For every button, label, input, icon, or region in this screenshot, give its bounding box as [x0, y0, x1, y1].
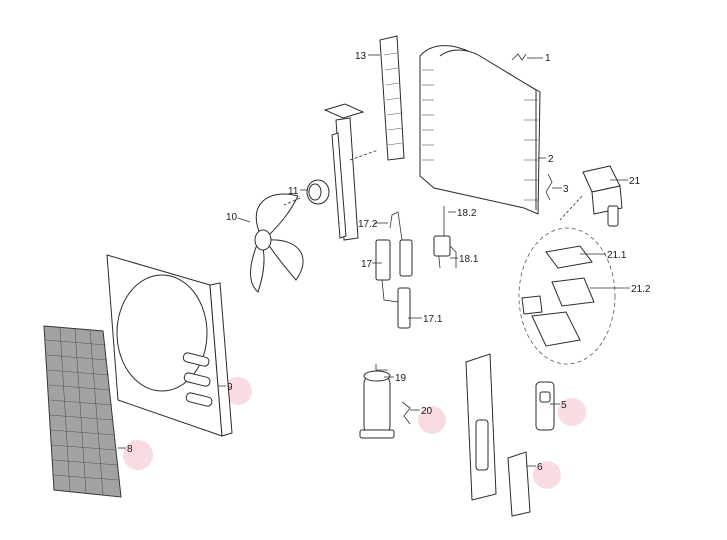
hotspot-6[interactable] — [533, 461, 561, 489]
part-5-handle — [535, 381, 555, 431]
part-11-fan-motor — [283, 179, 330, 206]
part-3-sensor — [545, 173, 553, 201]
label-21: 21 — [629, 176, 641, 187]
label-9: 9 — [227, 382, 233, 393]
part-rear-panel — [465, 353, 497, 501]
label-11: 11 — [288, 186, 299, 197]
label-19: 19 — [395, 373, 407, 384]
label-6: 6 — [537, 462, 543, 473]
label-18-1: 18.1 — [459, 254, 479, 265]
part-20-component — [401, 401, 411, 425]
part-8-front-grille — [43, 325, 122, 498]
label-3: 3 — [563, 184, 569, 195]
part-9-front-panel — [106, 254, 233, 437]
label-17-1: 17.1 — [423, 314, 443, 325]
label-5: 5 — [561, 400, 567, 411]
label-20: 20 — [421, 406, 433, 417]
label-18-2: 18.2 — [457, 208, 477, 219]
label-21-1: 21.1 — [607, 250, 627, 261]
part-19-compressor — [359, 364, 395, 439]
label-17: 17 — [361, 259, 373, 270]
part-18-valve — [433, 206, 457, 269]
hotspot-9[interactable] — [224, 377, 252, 405]
label-8: 8 — [127, 444, 133, 455]
part-13-side-panel — [379, 35, 405, 161]
part-motor-bracket — [323, 103, 379, 241]
leader-lines — [118, 54, 630, 467]
part-10-fan-blade — [250, 193, 304, 293]
hotspot-5[interactable] — [558, 398, 586, 426]
label-1: 1 — [545, 53, 551, 64]
label-10: 10 — [226, 212, 238, 223]
label-2: 2 — [548, 154, 554, 165]
part-2-condenser-coil — [419, 45, 541, 215]
hotspot-8[interactable] — [123, 440, 153, 470]
part-17-valve-assembly — [375, 211, 413, 329]
part-6-cover — [507, 451, 531, 517]
label-17-2: 17.2 — [358, 219, 378, 230]
part-21-control-box — [518, 165, 623, 365]
label-13: 13 — [355, 51, 367, 62]
label-21-2: 21.2 — [631, 284, 651, 295]
hotspot-20[interactable] — [418, 406, 446, 434]
